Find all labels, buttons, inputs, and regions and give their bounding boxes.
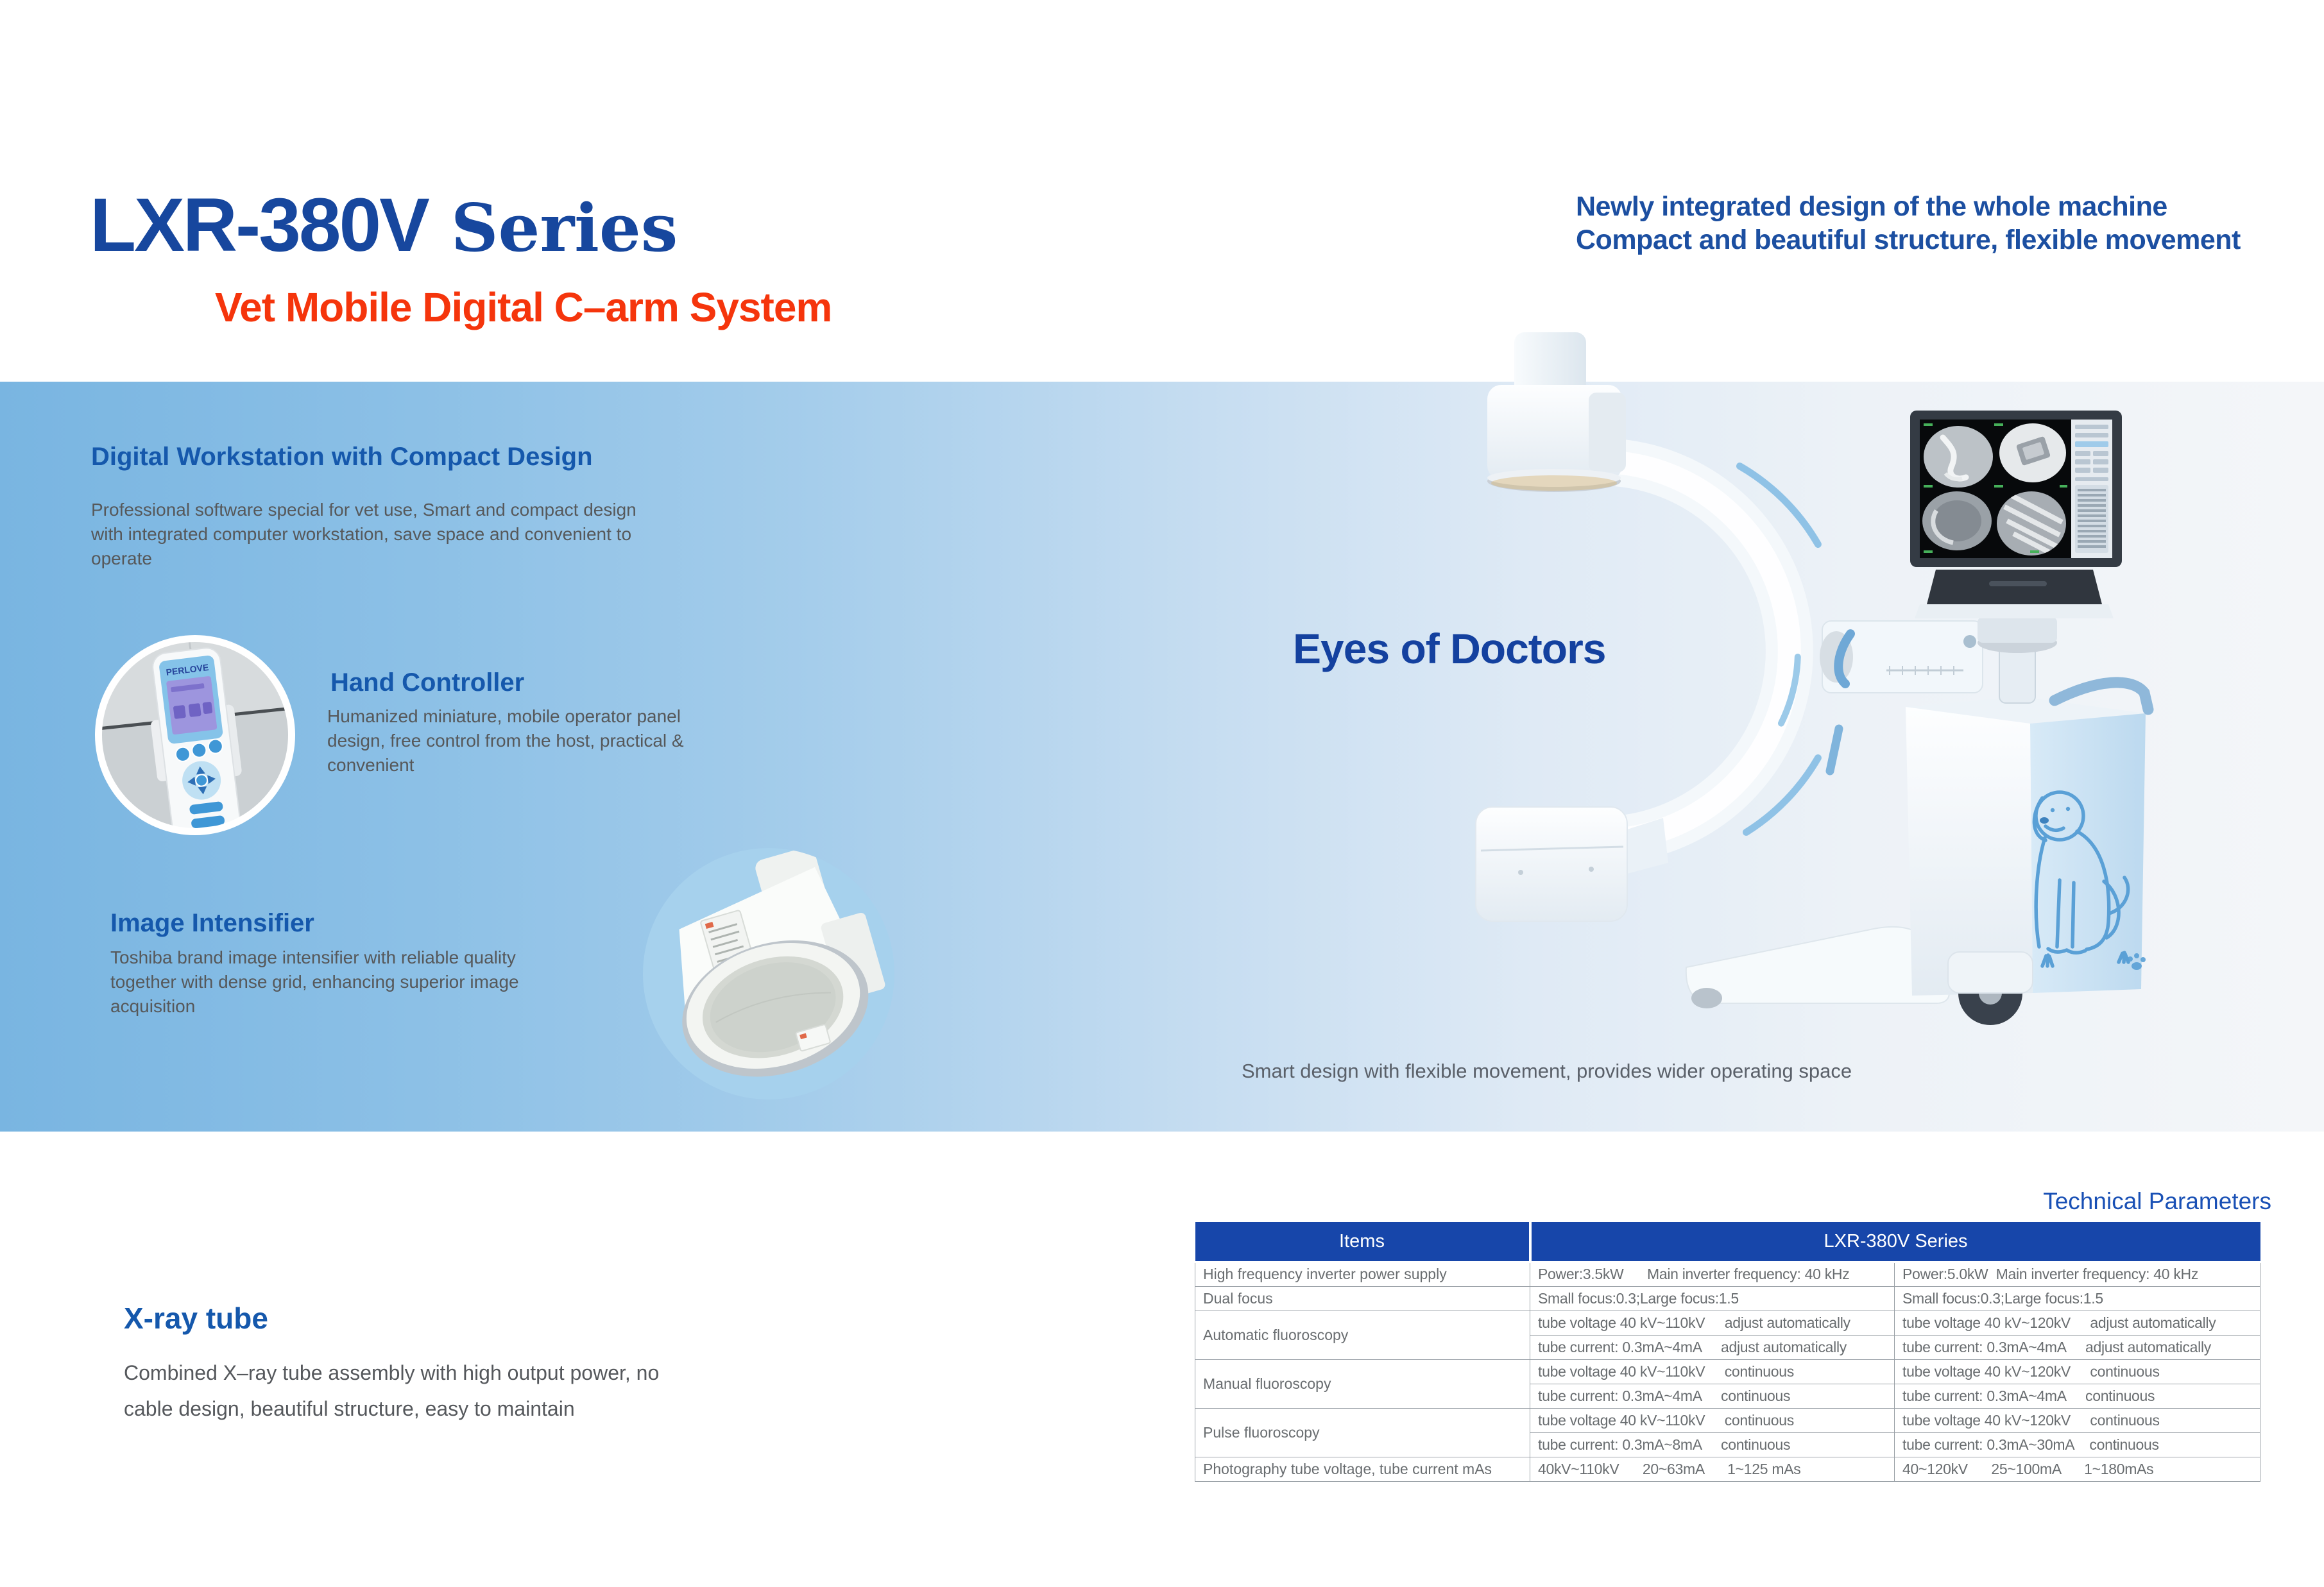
table-cell: tube current: 0.3mA~30mA continuous xyxy=(1894,1432,2260,1457)
table-cell: Pulse fluoroscopy xyxy=(1195,1407,1530,1457)
table-row: Dual focus Small focus:0.3;Large focus:1… xyxy=(1195,1286,2260,1311)
table-cell: 40kV~110kV 20~63mA 1~125 mAs xyxy=(1530,1456,1895,1482)
table-header-row: Items LXR-380V Series xyxy=(1195,1222,2260,1263)
xray-images xyxy=(1922,423,2066,556)
table-cell: Automatic fluoroscopy xyxy=(1195,1310,1530,1360)
table-cell: tube voltage 40 kV~110kV adjust automati… xyxy=(1530,1310,1895,1336)
column-header-series: LXR-380V Series xyxy=(1530,1222,2260,1263)
hand-controller-illustration: PERLOVE xyxy=(95,635,295,835)
table-cell: Power:5.0kW Main inverter frequency: 40 … xyxy=(1894,1261,2260,1287)
product-subtitle: Vet Mobile Digital C–arm System xyxy=(215,284,832,330)
page-title: LXR-380V Series xyxy=(90,187,678,263)
technical-parameters-table: Items LXR-380V Series High frequency inv… xyxy=(1195,1222,2260,1482)
push-handle xyxy=(2049,677,2154,715)
table-cell: tube voltage 40 kV~120kV continuous xyxy=(1894,1359,2260,1384)
product-model-title: LXR-380V xyxy=(90,183,430,267)
c-arm-machine-svg xyxy=(1475,332,2154,1025)
table-row: Photography tube voltage, tube current m… xyxy=(1195,1456,2260,1482)
table-cell: Manual fluoroscopy xyxy=(1195,1359,1530,1409)
table-cell: tube current: 0.3mA~4mA adjust automatic… xyxy=(1894,1334,2260,1360)
tagline: Newly integrated design of the whole mac… xyxy=(1576,190,2241,257)
dog-illustration xyxy=(2032,790,2130,968)
hero-headline: Eyes of Doctors xyxy=(1293,625,1606,672)
table-cell: High frequency inverter power supply xyxy=(1195,1261,1530,1287)
table-cell: tube current: 0.3mA~4mA continuous xyxy=(1530,1383,1895,1409)
table-cell: Small focus:0.3;Large focus:1.5 xyxy=(1894,1286,2260,1311)
table-cell: tube voltage 40 kV~120kV adjust automati… xyxy=(1894,1310,2260,1336)
feature-hand-controller-heading: Hand Controller xyxy=(330,668,525,697)
table-cell: Dual focus xyxy=(1195,1286,1530,1311)
table-row: tube current: 0.3mA~4mA continuous tube … xyxy=(1195,1383,2260,1409)
table-row: tube current: 0.3mA~4mA adjust automatic… xyxy=(1195,1334,2260,1360)
monitor xyxy=(1910,411,2122,567)
tagline-line-1: Newly integrated design of the whole mac… xyxy=(1576,191,2167,222)
table-cell: tube current: 0.3mA~4mA adjust automatic… xyxy=(1530,1334,1895,1360)
table-cell: tube voltage 40 kV~120kV continuous xyxy=(1894,1407,2260,1433)
table-cell: Small focus:0.3;Large focus:1.5 xyxy=(1530,1286,1895,1311)
feature-xray-tube-heading: X-ray tube xyxy=(124,1302,268,1335)
tagline-line-2: Compact and beautiful structure, flexibl… xyxy=(1576,225,2241,255)
detector-box xyxy=(1475,806,1668,922)
feature-image-intensifier-body: Toshiba brand image intensifier with rel… xyxy=(110,947,519,1016)
table-cell: tube current: 0.3mA~8mA continuous xyxy=(1530,1432,1895,1457)
product-series-title: Series xyxy=(450,190,678,267)
feature-xray-tube-body: Combined X–ray tube assembly with high o… xyxy=(124,1361,660,1420)
c-arm-clamp xyxy=(1820,620,1983,693)
paw-print xyxy=(2128,953,2146,970)
keyboard-tray xyxy=(1915,570,2114,618)
c-arm-machine-illustration xyxy=(1463,321,2201,1058)
feature-workstation-heading: Digital Workstation with Compact Design xyxy=(91,443,593,471)
table-row: High frequency inverter power supply Pow… xyxy=(1195,1261,2260,1287)
table-cell: tube current: 0.3mA~4mA continuous xyxy=(1894,1383,2260,1409)
column-header-items: Items xyxy=(1195,1222,1532,1263)
image-intensifier-photo xyxy=(640,845,897,1102)
table-row: tube current: 0.3mA~8mA continuous tube … xyxy=(1195,1432,2260,1457)
xray-tube-head xyxy=(1487,332,1626,492)
remote-body: PERLOVE xyxy=(151,647,242,831)
screen-annotations xyxy=(1924,423,2067,553)
table-cell: Power:3.5kW Main inverter frequency: 40 … xyxy=(1530,1261,1895,1287)
table-cell: Photography tube voltage, tube current m… xyxy=(1195,1456,1530,1482)
front-wheel xyxy=(1947,951,2033,1025)
table-row: Pulse fluoroscopy tube voltage 40 kV~110… xyxy=(1195,1407,2260,1457)
feature-workstation-body: Professional software special for vet us… xyxy=(91,500,637,568)
table-cell: tube voltage 40 kV~110kV continuous xyxy=(1530,1359,1895,1384)
sidebar-controls xyxy=(2075,425,2108,553)
hand-controller-photo: PERLOVE xyxy=(92,632,298,838)
feature-hand-controller-body: Humanized miniature, mobile operator pan… xyxy=(327,706,684,775)
hero-caption: Smart design with flexible movement, pro… xyxy=(1242,1060,1852,1082)
table-row: Manual fluoroscopy tube voltage 40 kV~11… xyxy=(1195,1359,2260,1409)
image-intensifier-illustration xyxy=(643,848,894,1099)
technical-parameters-title: Technical Parameters xyxy=(2043,1188,2271,1214)
rear-wheel xyxy=(1691,988,1722,1008)
c-arm xyxy=(1593,439,1843,863)
cart-body xyxy=(1906,697,2146,996)
base-foot xyxy=(1685,926,1950,1008)
table-cell: tube voltage 40 kV~110kV continuous xyxy=(1530,1407,1895,1433)
table-cell: 40~120kV 25~100mA 1~180mAs xyxy=(1894,1456,2260,1482)
feature-image-intensifier-heading: Image Intensifier xyxy=(110,909,314,937)
monitor-column xyxy=(1978,617,2057,704)
table-row: Automatic fluoroscopy tube voltage 40 kV… xyxy=(1195,1310,2260,1360)
